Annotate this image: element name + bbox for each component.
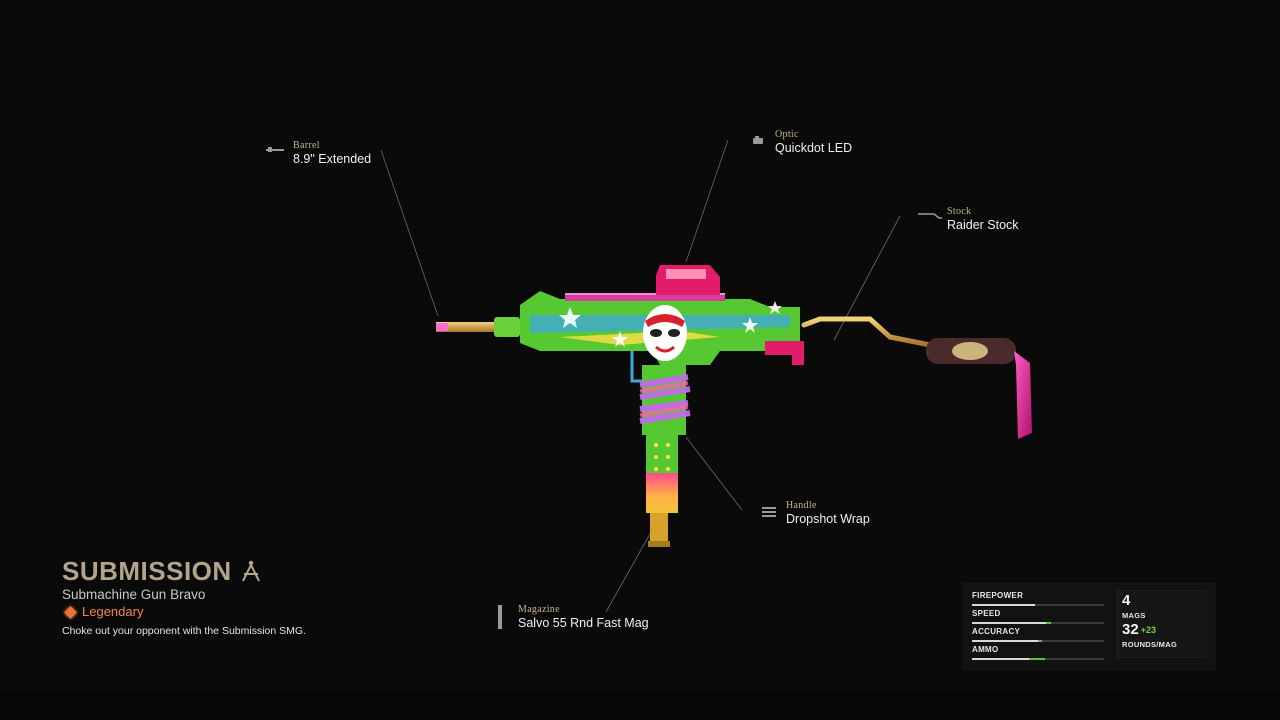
legendary-rarity-icon — [64, 605, 77, 619]
stat-label: SPEED — [972, 609, 1001, 618]
stat-fill — [972, 658, 1029, 660]
stat-fill — [972, 622, 1046, 624]
stat-ammo: AMMO — [972, 645, 1104, 660]
attachment-name: 8.9" Extended — [293, 152, 372, 166]
stat-firepower: FIREPOWER — [972, 591, 1104, 606]
weapon-rarity: Legendary — [82, 604, 144, 619]
weapon-stats-panel: FIREPOWER SPEED ACCURACY AMMO 4 MAGS 32+… — [962, 582, 1216, 670]
attachment-slot-label: Magazine — [518, 604, 560, 615]
stat-label: ACCURACY — [972, 627, 1021, 636]
weapon-description: Choke out your opponent with the Submiss… — [62, 625, 306, 637]
attachment-slot-label: Barrel — [293, 140, 320, 151]
stat-label: FIREPOWER — [972, 591, 1024, 600]
attachment-barrel[interactable]: Barrel 8.9" Extended — [293, 140, 371, 166]
handle-icon — [762, 507, 776, 517]
attachment-magazine[interactable]: Magazine Salvo 55 Rnd Fast Mag — [518, 604, 649, 630]
rounds-count-row: 32+23 — [1122, 622, 1156, 638]
attachment-slot-label: Handle — [786, 500, 817, 511]
stat-bar — [972, 640, 1104, 642]
attachment-slot-label: Optic — [775, 129, 799, 140]
weapon-class-icon — [242, 560, 261, 582]
stat-fill — [972, 640, 1038, 642]
stat-accuracy: ACCURACY — [972, 627, 1104, 642]
barrel-icon — [266, 147, 284, 152]
rarity-row: Legendary — [62, 604, 306, 620]
weapon-model — [436, 265, 1032, 547]
stat-bonus — [1028, 658, 1045, 660]
rounds-count: 32 — [1122, 621, 1139, 638]
weapon-name: SUBMISSION — [62, 556, 232, 586]
weapon-info: SUBMISSION Submachine Gun Bravo Legendar… — [62, 556, 306, 638]
stat-speed: SPEED — [972, 609, 1104, 624]
attachment-optic[interactable]: Optic Quickdot LED — [775, 129, 852, 155]
attachment-name: Dropshot Wrap — [786, 512, 870, 526]
attachment-name: Salvo 55 Rnd Fast Mag — [518, 616, 649, 630]
attachment-stock[interactable]: Stock Raider Stock — [947, 206, 1019, 232]
stat-bar — [972, 658, 1104, 660]
attachment-slot-label: Stock — [947, 206, 972, 217]
bottom-strip — [0, 690, 1280, 720]
mags-label: MAGS — [1122, 611, 1146, 620]
stock-icon — [918, 213, 942, 219]
attachment-name: Raider Stock — [947, 218, 1019, 232]
magazine-icon — [498, 605, 502, 629]
attachment-name: Quickdot LED — [775, 141, 853, 155]
stat-bonus — [1045, 622, 1052, 624]
mags-count: 4 — [1122, 592, 1131, 609]
ammo-capacity-box: 4 MAGS 32+23 ROUNDS/MAG — [1117, 590, 1207, 658]
rounds-bonus: +23 — [1140, 625, 1156, 635]
optic-icon — [753, 136, 763, 144]
attachment-handle[interactable]: Handle Dropshot Wrap — [786, 500, 870, 526]
stat-bonus — [1038, 640, 1042, 642]
luchador-mask-decal — [643, 305, 687, 361]
stat-fill — [972, 604, 1036, 606]
weapon-class: Submachine Gun Bravo — [62, 587, 206, 602]
stat-label: AMMO — [972, 645, 999, 654]
stat-bar — [972, 622, 1104, 624]
rounds-label: ROUNDS/MAG — [1122, 640, 1178, 649]
stat-bar — [972, 604, 1104, 606]
